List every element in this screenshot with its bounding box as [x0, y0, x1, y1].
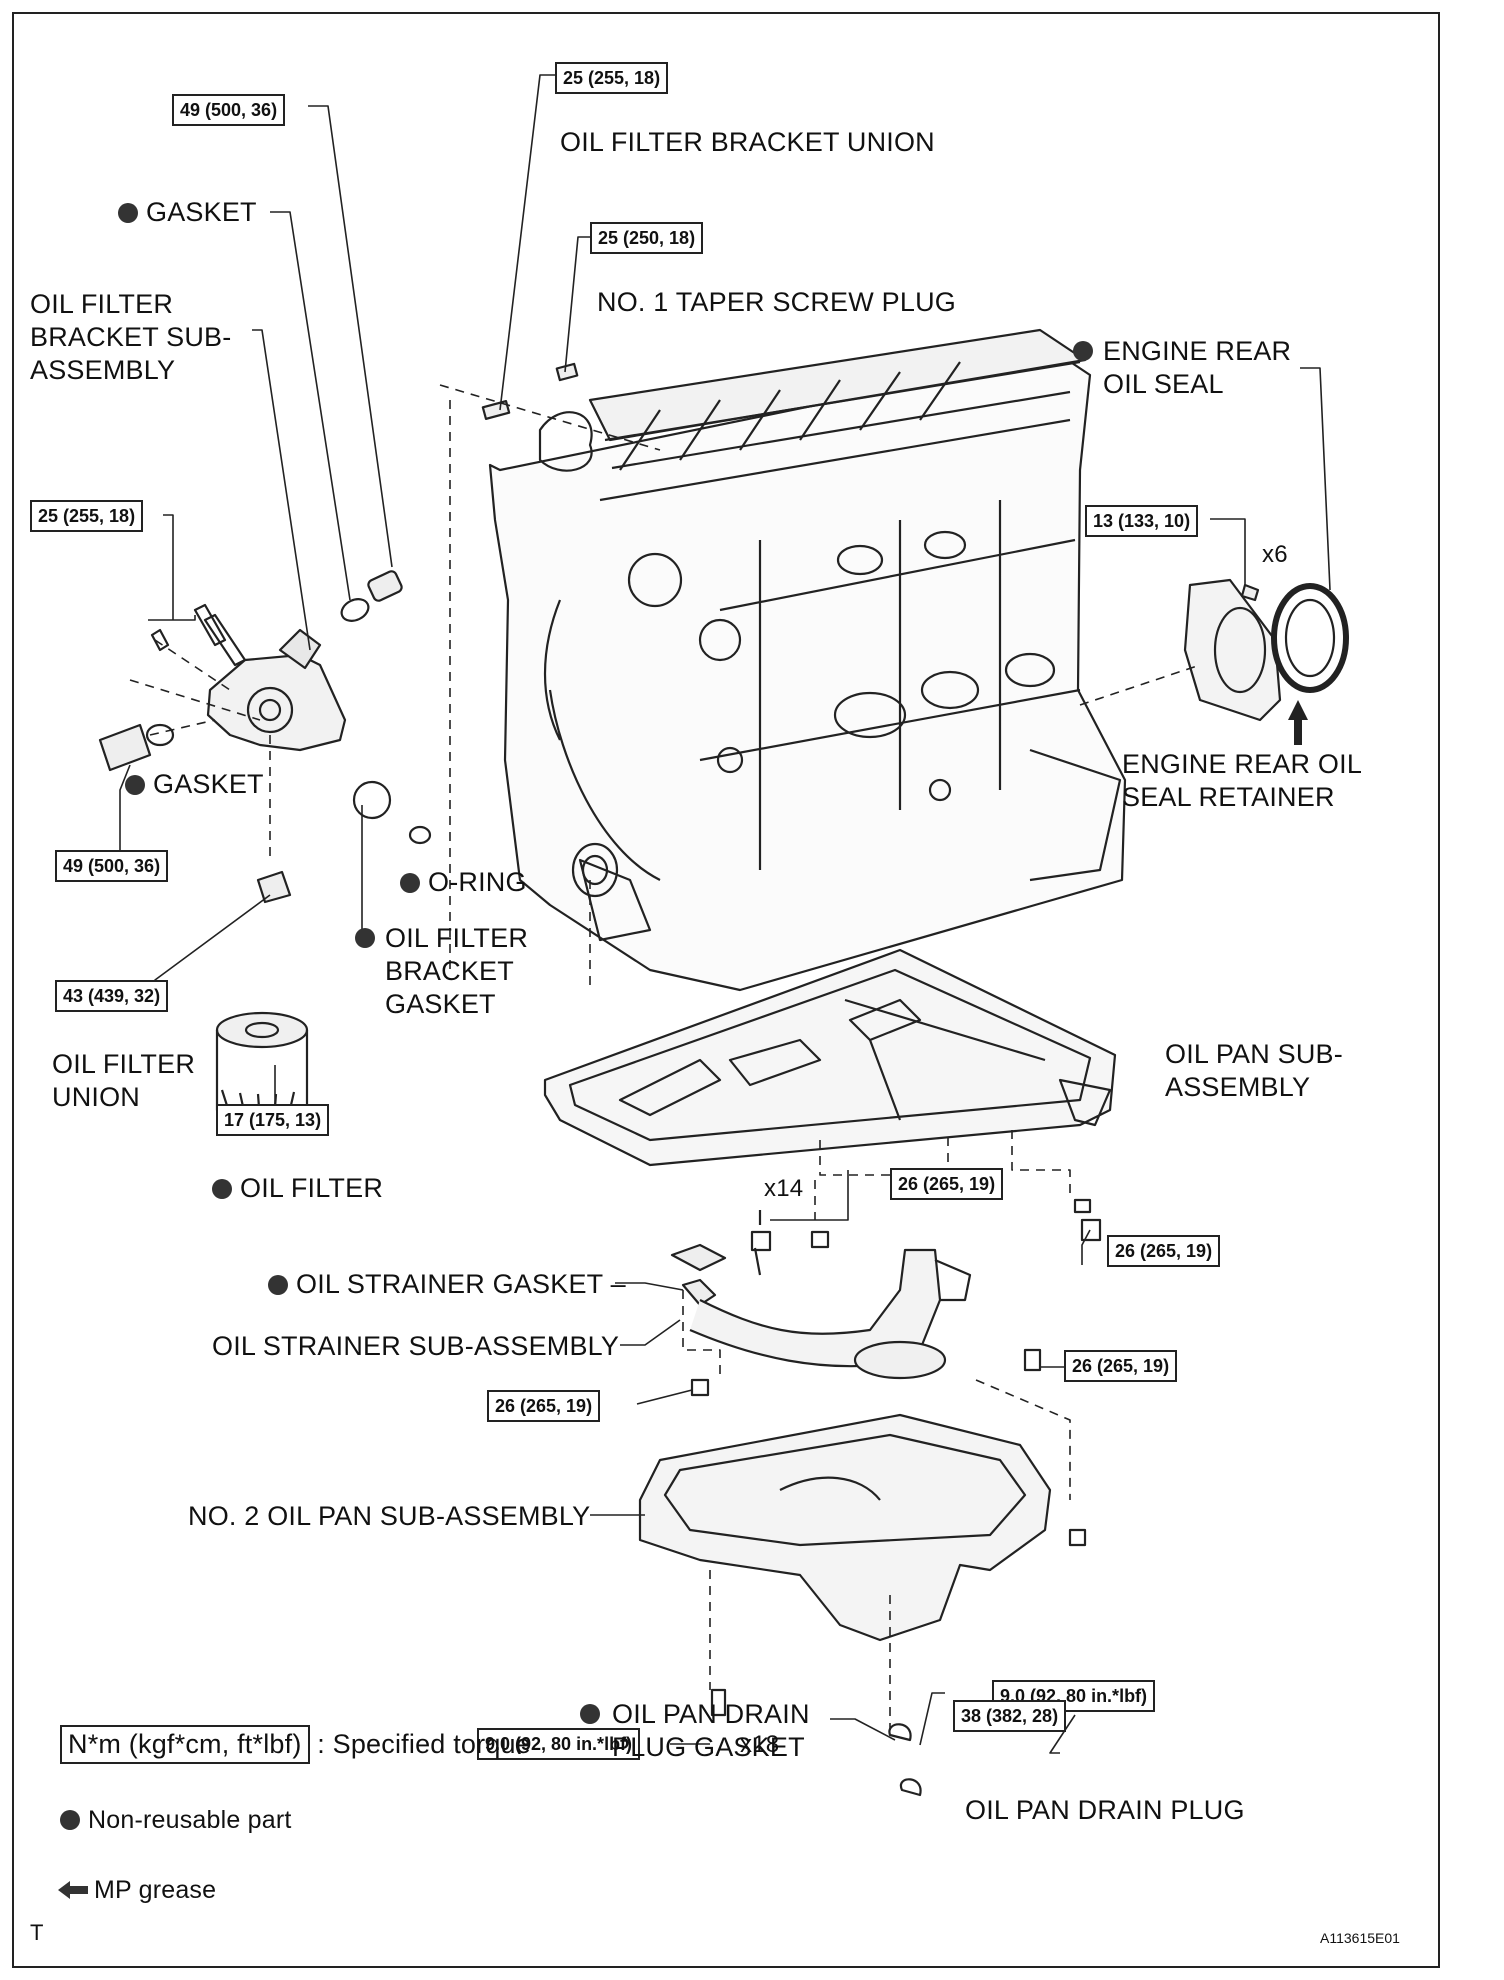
- legend-torque-text: : Specified torque: [317, 1729, 531, 1759]
- label-oil-filter-row: OIL FILTER: [212, 1172, 383, 1205]
- torque-drain-plug: 38 (382, 28): [953, 1700, 1067, 1732]
- legend-grease: MP grease: [58, 1874, 216, 1907]
- label-gasket-side-row: GASKET: [125, 768, 264, 801]
- oil-pan-lower: [638, 1413, 1052, 1642]
- torque-side-plug: 49 (500, 36): [55, 850, 169, 882]
- nonreusable-icon: [580, 1704, 600, 1724]
- legend-torque: N*m (kgf*cm, ft*lbf) : Specified torque: [60, 1725, 531, 1764]
- mp-grease-arrow: [1288, 700, 1308, 745]
- nonreusable-icon: [400, 873, 420, 893]
- leader-lines: [119, 74, 1331, 1754]
- oil-filter-bracket: [206, 628, 347, 752]
- torque-bracket-union: 25 (255, 18): [555, 62, 669, 94]
- torque-pan-nut: 26 (265, 19): [1107, 1235, 1221, 1267]
- torque-strainer-bolt: 26 (265, 19): [1064, 1350, 1178, 1382]
- block-plugs: [481, 362, 579, 421]
- label-drain-plug: OIL PAN DRAIN PLUG: [965, 1795, 1245, 1825]
- label-drain-gasket-row: OIL PAN DRAIN PLUG GASKET: [580, 1698, 820, 1764]
- label-rear-retainer: ENGINE REAR OIL SEAL RETAINER: [1122, 749, 1362, 812]
- rear-seal-parts: [1183, 578, 1349, 722]
- nonreusable-icon: [1073, 341, 1093, 361]
- oil-pan-upper: [543, 948, 1117, 1167]
- nonreusable-icon: [212, 1179, 232, 1199]
- label-oring-row: O-RING: [400, 866, 527, 899]
- label-oil-filter: OIL FILTER: [240, 1173, 384, 1203]
- torque-rear-retainer: 13 (133, 10): [1085, 505, 1199, 537]
- label-gasket-top-row: GASKET: [118, 196, 257, 229]
- label-gasket-top: GASKET: [146, 197, 257, 227]
- arrow-left-icon: [58, 1881, 88, 1899]
- label-pan-sub: OIL PAN SUB-ASSEMBLY: [1165, 1039, 1343, 1102]
- label-gasket-side: GASKET: [153, 769, 264, 799]
- label-oring: O-RING: [428, 867, 527, 897]
- torque-pan-bolts: 26 (265, 19): [890, 1168, 1004, 1200]
- count-x14: x14: [764, 1175, 804, 1202]
- nonreusable-icon: [118, 203, 138, 223]
- label-strainer-gasket: OIL STRAINER GASKET: [296, 1269, 603, 1299]
- label-bracket-union: OIL FILTER BRACKET UNION: [560, 127, 935, 157]
- nonreusable-icon: [355, 928, 375, 948]
- torque-strainer-nut: 26 (265, 19): [487, 1390, 601, 1422]
- torque-top-plug: 49 (500, 36): [172, 94, 286, 126]
- count-x6: x6: [1262, 541, 1288, 568]
- dashed-lines: [129, 384, 1201, 1730]
- torque-bracket-bolts: 25 (255, 18): [30, 500, 144, 532]
- legend-torque-box: N*m (kgf*cm, ft*lbf): [60, 1725, 310, 1764]
- label-bracket-gasket: OIL FILTER BRACKET GASKET: [385, 923, 529, 1019]
- left-parts: [98, 570, 432, 904]
- count-x18: x18: [740, 1731, 780, 1758]
- label-strainer-sub: OIL STRAINER SUB-ASSEMBLY: [212, 1331, 620, 1361]
- legend-grease-text: MP grease: [94, 1876, 217, 1904]
- oil-strainer: [670, 1243, 972, 1380]
- figure-id: A113615E01: [1320, 1930, 1400, 1946]
- label-rear-oil-seal: ENGINE REAR OIL SEAL: [1103, 336, 1292, 399]
- label-pan2-sub: NO. 2 OIL PAN SUB-ASSEMBLY: [188, 1501, 591, 1531]
- legend-nonreusable: Non-reusable part: [60, 1804, 292, 1837]
- torque-pan2-nut: 9.0 (92, 80 in.*lbf): [992, 1680, 1156, 1712]
- label-bracket-gasket-row: OIL FILTER BRACKET GASKET: [355, 922, 555, 1021]
- diagram-frame: [12, 12, 1440, 1968]
- engine-block: [488, 328, 1127, 992]
- nonreusable-icon: [268, 1275, 288, 1295]
- corner-mark: T: [30, 1920, 44, 1945]
- label-filter-union: OIL FILTER UNION: [52, 1049, 196, 1112]
- label-rear-oil-seal-row: ENGINE REAR OIL SEAL: [1073, 335, 1313, 401]
- legend-nonreusable-text: Non-reusable part: [88, 1806, 292, 1834]
- torque-filter-union: 43 (439, 32): [55, 980, 169, 1012]
- small-bolts: [690, 1198, 1102, 1797]
- torque-pan2-bolts: 9.0 (92, 80 in.*lbf): [477, 1728, 641, 1760]
- label-bracket-sub: OIL FILTER BRACKET SUB-ASSEMBLY: [30, 289, 232, 385]
- nonreusable-icon: [60, 1810, 80, 1830]
- torque-oil-filter: 17 (175, 13): [216, 1104, 330, 1136]
- nonreusable-icon: [125, 775, 145, 795]
- label-taper-plug: NO. 1 TAPER SCREW PLUG: [597, 287, 956, 317]
- label-drain-gasket: OIL PAN DRAIN PLUG GASKET: [612, 1699, 810, 1762]
- label-strainer-gasket-row: OIL STRAINER GASKET –: [268, 1268, 626, 1301]
- torque-taper-plug: 25 (250, 18): [590, 222, 704, 254]
